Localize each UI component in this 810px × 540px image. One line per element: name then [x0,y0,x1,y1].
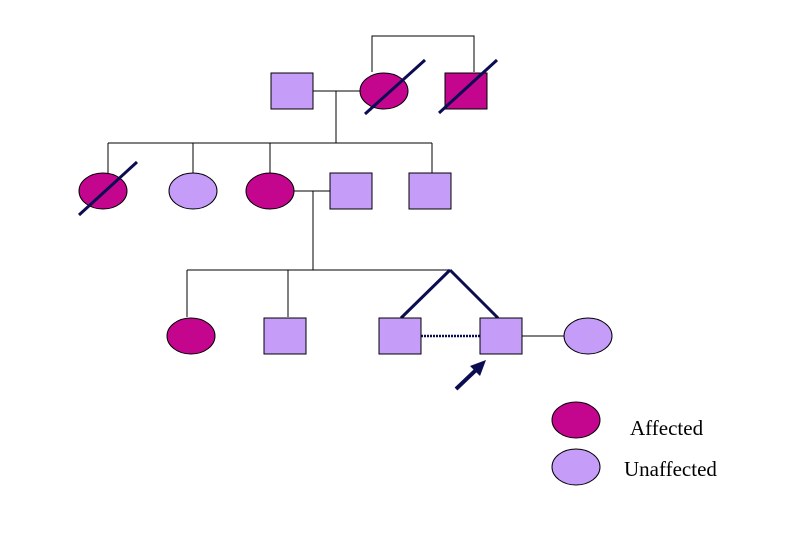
gen2-male-unaffected [408,172,452,210]
proband-arrow-shaft [454,368,478,391]
twin-line-right [448,268,500,320]
deceased-slash [77,160,139,217]
gen2-female-affected [245,172,295,210]
gen1-female-affected-deceased [359,72,409,110]
legend-affected-label: Affected [630,416,704,440]
twin-lines [399,268,500,320]
gen2-male-unaffected-spouse [329,172,373,210]
legend-affected-symbol [551,401,601,439]
gen3-male-unaffected [263,317,307,355]
gen1-male-unaffected [270,72,314,110]
deceased-slash [437,58,499,115]
deceased-slashes [77,58,499,217]
deceased-slash [363,58,427,116]
legend-unaffected-symbol [551,448,601,486]
pedigree-lines [107,35,564,337]
legend-unaffected-label: Unaffected [624,457,717,481]
gen2-female-unaffected [168,172,218,210]
gen3-male-unaffected-proband [479,317,523,355]
gen3-female-affected [166,317,216,355]
proband-arrow-head [470,360,486,376]
proband-arrow [454,360,486,391]
twin-line-left [399,268,452,320]
legend: Affected Unaffected [551,401,717,486]
consanguinity-bracket [371,35,475,72]
gen3-male-unaffected-twin [378,317,422,355]
gen3-female-unaffected-spouse [563,317,613,355]
